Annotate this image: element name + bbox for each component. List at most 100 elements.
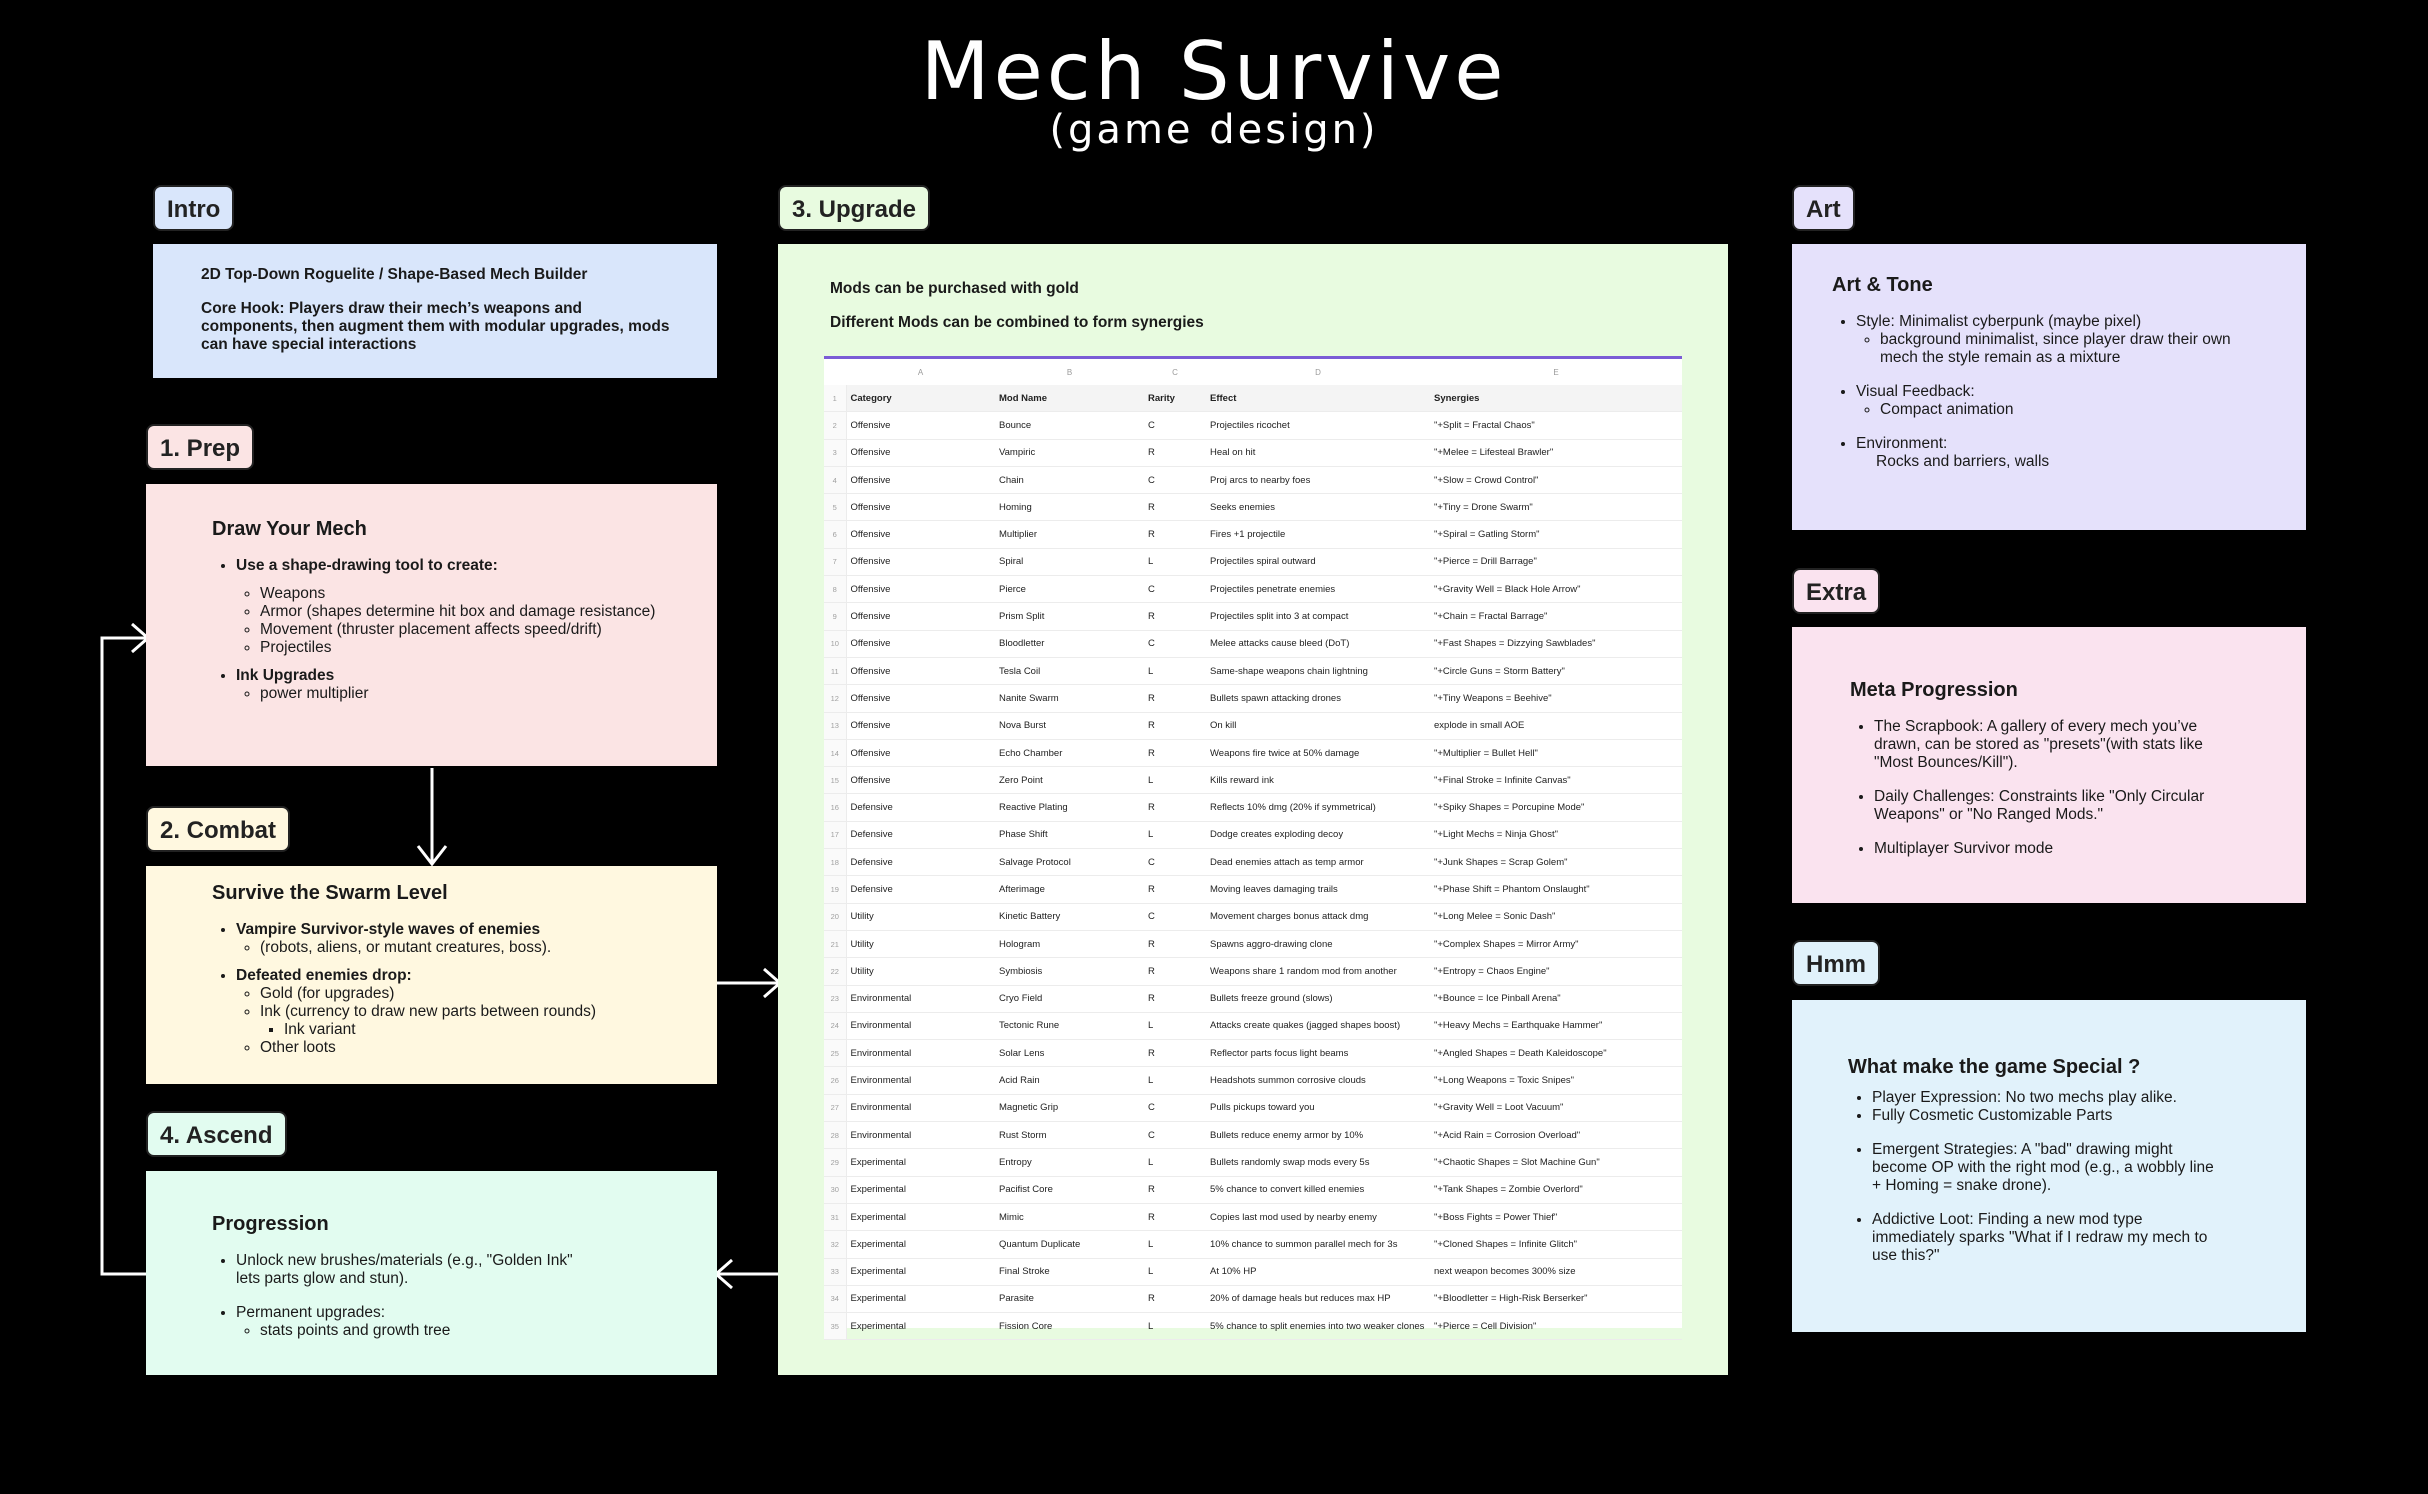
rarity-cell: L	[1144, 657, 1206, 686]
intro-line1: 2D Top-Down Roguelite / Shape-Based Mech…	[201, 266, 588, 283]
category-cell: Offensive	[846, 739, 995, 768]
column-letter: B	[1066, 367, 1073, 377]
rarity-cell: C	[1144, 1121, 1206, 1150]
art-style-sublist: background minimalist, since player draw…	[1856, 331, 2266, 367]
prep-ink-sub: power multiplier	[260, 685, 687, 703]
mod-name-cell: Salvage Protocol	[995, 848, 1144, 877]
art-feedback-sublist: Compact animation	[1856, 401, 2266, 419]
row-number: 20	[824, 903, 847, 931]
rarity-cell: C	[1144, 411, 1206, 440]
rarity-cell: C	[1144, 903, 1206, 931]
category-cell: Defensive	[846, 848, 995, 877]
category-cell: Offensive	[846, 602, 995, 631]
synergies-cell: "+Tiny = Drone Swarm"	[1430, 493, 1682, 522]
rarity-cell: L	[1144, 1258, 1206, 1286]
effect-cell: Projectiles spiral outward	[1206, 548, 1430, 577]
effect-cell: Headshots summon corrosive clouds	[1206, 1066, 1430, 1095]
column-letter: E	[1553, 367, 1559, 377]
extra-list: The Scrapbook: A gallery of every mech y…	[1850, 718, 2246, 858]
rarity-cell: R	[1144, 930, 1206, 959]
effect-cell: Seeks enemies	[1206, 493, 1430, 522]
synergies-cell: "+Long Weapons = Toxic Snipes"	[1430, 1066, 1682, 1095]
extra-item-multiplayer: Multiplayer Survivor mode	[1874, 840, 2246, 858]
mod-name-cell: Bloodletter	[995, 630, 1144, 658]
mod-name-cell: Entropy	[995, 1148, 1144, 1177]
synergies-cell: "+Tiny Weapons = Beehive"	[1430, 684, 1682, 713]
row-number: 35	[824, 1312, 847, 1341]
combat-drop-other: Other loots	[260, 1039, 687, 1057]
mod-name-cell: Tesla Coil	[995, 657, 1144, 686]
art-list: Style: Minimalist cyberpunk (maybe pixel…	[1832, 313, 2266, 471]
category-cell: Offensive	[846, 766, 995, 795]
effect-cell: Fires +1 projectile	[1206, 520, 1430, 549]
combat-card: Survive the Swarm Level Vampire Survivor…	[146, 866, 717, 1084]
mod-name-cell: Nova Burst	[995, 712, 1144, 740]
intro-line2: Core Hook: Players draw their mech’s wea…	[201, 300, 670, 353]
row-number: 9	[824, 602, 847, 631]
effect-cell: On kill	[1206, 712, 1430, 740]
synergies-cell: "+Complex Shapes = Mirror Army"	[1430, 930, 1682, 959]
row-number: 19	[824, 875, 847, 904]
category-cell: Environmental	[846, 985, 995, 1013]
row-number: 31	[824, 1203, 847, 1232]
category-cell: Experimental	[846, 1148, 995, 1177]
combat-drops-sublist: Gold (for upgrades) Ink (currency to dra…	[236, 985, 687, 1057]
synergies-cell: "+Pierce = Cell Division"	[1430, 1312, 1682, 1341]
category-cell: Experimental	[846, 1230, 995, 1259]
category-cell: Offensive	[846, 548, 995, 577]
arrow-prep-to-combat-head	[416, 845, 448, 867]
mod-name-cell: Symbiosis	[995, 957, 1144, 986]
mod-name-cell: Bounce	[995, 411, 1144, 440]
combat-drop-ink: Ink (currency to draw new parts between …	[260, 1003, 687, 1039]
row-number: 29	[824, 1148, 847, 1177]
category-cell: Defensive	[846, 821, 995, 850]
synergies-cell: "+Light Mechs = Ninja Ghost"	[1430, 821, 1682, 850]
column-letter: C	[1172, 367, 1178, 377]
synergies-cell: "+Pierce = Drill Barrage"	[1430, 548, 1682, 577]
category-cell: Experimental	[846, 1285, 995, 1314]
prep-sublist: Weapons Armor (shapes determine hit box …	[236, 585, 687, 657]
rarity-cell: L	[1144, 1012, 1206, 1041]
mods-spreadsheet: A B C D E 1 Category Mod Name Rarity Eff…	[824, 356, 1682, 1341]
mod-name-cell: Spiral	[995, 548, 1144, 577]
effect-cell: Projectiles split into 3 at compact	[1206, 602, 1430, 631]
prep-item-draw: Use a shape-drawing tool to create: Weap…	[236, 557, 687, 657]
category-cell: Offensive	[846, 575, 995, 604]
combat-heading: Survive the Swarm Level	[212, 882, 448, 904]
rarity-cell: R	[1144, 957, 1206, 986]
mod-name-cell: Fission Core	[995, 1312, 1144, 1341]
effect-cell: 5% chance to split enemies into two weak…	[1206, 1312, 1430, 1341]
category-cell: Offensive	[846, 411, 995, 440]
hmm-card: What make the game Special ? Player Expr…	[1792, 1000, 2306, 1332]
art-item-env: Environment: Rocks and barriers, walls	[1856, 435, 2266, 471]
effect-cell: Weapons share 1 random mod from another	[1206, 957, 1430, 986]
prep-sub-movement: Movement (thruster placement affects spe…	[260, 621, 687, 639]
mod-name-cell: Echo Chamber	[995, 739, 1144, 768]
synergies-cell: "+Junk Shapes = Scrap Golem"	[1430, 848, 1682, 877]
mod-name-cell: Chain	[995, 466, 1144, 495]
hmm-list: Player Expression: No two mechs play ali…	[1848, 1089, 2226, 1265]
combat-item-drops: Defeated enemies drop: Gold (for upgrade…	[236, 967, 687, 1057]
synergies-cell: "+Bounce = Ice Pinball Arena"	[1430, 985, 1682, 1013]
prep-list: Use a shape-drawing tool to create: Weap…	[212, 557, 687, 703]
tag-upgrade: 3. Upgrade	[778, 185, 931, 231]
synergies-cell: "+Entropy = Chaos Engine"	[1430, 957, 1682, 986]
category-cell: Environmental	[846, 1012, 995, 1041]
mod-name-cell: Vampiric	[995, 439, 1144, 467]
row-number: 32	[824, 1230, 847, 1259]
mod-name-cell: Quantum Duplicate	[995, 1230, 1144, 1259]
prep-ink-sublist: power multiplier	[236, 685, 687, 703]
rarity-cell: C	[1144, 1094, 1206, 1123]
mod-name-cell: Pacifist Core	[995, 1176, 1144, 1204]
combat-ink-sublist: Ink variant	[260, 1021, 687, 1039]
category-cell: Environmental	[846, 1039, 995, 1068]
